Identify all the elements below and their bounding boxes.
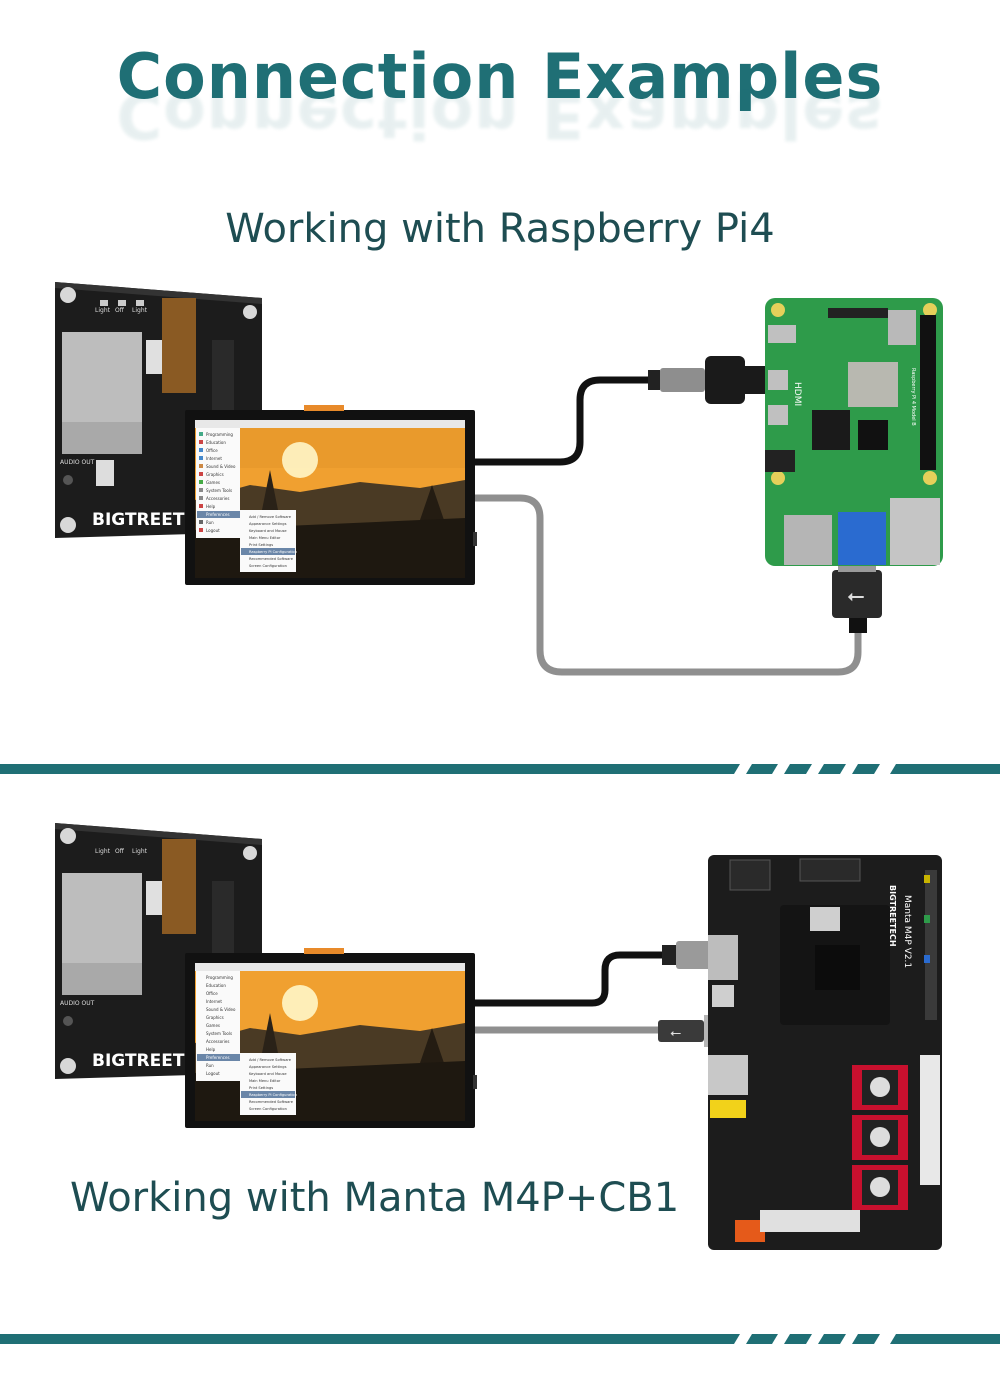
pi4-connection-illustration: Light Off Light AUDIO OUT BIGTREETECH Pr… <box>55 282 943 676</box>
page-title-reflection: Connection Examples <box>116 92 884 152</box>
usb-cable <box>475 494 862 676</box>
manta-m4p-board: Manta M4P V2.1 BIGTREETECH <box>708 855 942 1250</box>
svg-text:Raspberry Pi Configuration: Raspberry Pi Configuration <box>249 1093 297 1097</box>
svg-text:Accessories: Accessories <box>206 1039 229 1044</box>
pi4-section-caption: Working with Raspberry Pi4 <box>225 206 775 252</box>
svg-text:Internet: Internet <box>206 456 222 461</box>
svg-text:Preferences: Preferences <box>206 512 230 517</box>
pcb-label-off: Off <box>115 307 125 314</box>
svg-text:Add / Remove Software: Add / Remove Software <box>249 515 292 519</box>
svg-text:Light: Light <box>132 848 148 855</box>
svg-text:Appearance Settings: Appearance Settings <box>249 1065 287 1069</box>
manta-connection-illustration: Light Off Light AUDIO OUT BIGTREETECH Pr… <box>55 823 942 1250</box>
page-title: Connection Examples <box>116 40 884 113</box>
svg-text:Help: Help <box>206 504 216 509</box>
svg-text:Logout: Logout <box>206 1071 220 1076</box>
usb-icon-2: ⭠ <box>670 1025 681 1041</box>
svg-text:Run: Run <box>206 1063 214 1068</box>
svg-text:Programming: Programming <box>206 432 233 437</box>
svg-text:Games: Games <box>206 480 220 485</box>
svg-text:Appearance Settings: Appearance Settings <box>249 522 287 526</box>
pi-hdmi-silkscreen: HDMI <box>792 382 802 406</box>
svg-text:AUDIO OUT: AUDIO OUT <box>60 1000 95 1007</box>
hdmi-connector <box>648 356 767 404</box>
svg-text:Main Menu Editor: Main Menu Editor <box>249 1079 281 1083</box>
svg-text:System Tools: System Tools <box>206 1031 232 1036</box>
display-screen-front-2: Programming Education Office Internet So… <box>185 948 477 1128</box>
hdmi-connector-2 <box>662 941 714 969</box>
svg-text:Help: Help <box>206 1047 216 1052</box>
pi-board-label: Raspberry Pi 4 Model B <box>910 368 916 426</box>
pcb-label-light: Light <box>95 307 111 314</box>
svg-text:Preferences: Preferences <box>206 1055 230 1060</box>
screen-start-menu-2: Programming Education Office Internet So… <box>197 975 240 1076</box>
svg-text:Games: Games <box>206 1023 220 1028</box>
pcb-label-light-2: Light <box>132 307 148 314</box>
svg-text:Off: Off <box>115 848 125 855</box>
pcb-label-audio: AUDIO OUT <box>60 459 95 466</box>
hdmi-cable <box>475 376 650 466</box>
display-module-back-pcb-2: Light Off Light AUDIO OUT BIGTREETECH <box>55 823 262 1079</box>
manta-section-caption: Working with Manta M4P+CB1 <box>70 1175 680 1221</box>
svg-text:Sound & Video: Sound & Video <box>206 1007 236 1012</box>
svg-text:Sound & Video: Sound & Video <box>206 464 236 469</box>
svg-text:Keyboard and Mouse: Keyboard and Mouse <box>249 529 287 533</box>
svg-text:System Tools: System Tools <box>206 488 232 493</box>
svg-text:Graphics: Graphics <box>206 472 224 477</box>
raspberry-pi4-board: HDMI Raspberry Pi 4 Model B <box>765 298 943 566</box>
svg-text:Print Settings: Print Settings <box>249 543 273 547</box>
svg-text:Main Menu Editor: Main Menu Editor <box>249 536 281 540</box>
svg-text:Recommended Software: Recommended Software <box>249 1100 294 1104</box>
svg-text:Logout: Logout <box>206 528 220 533</box>
manta-board-label: Manta M4P V2.1 <box>902 895 912 968</box>
svg-text:Office: Office <box>206 991 218 996</box>
screen-start-menu: Programming Education Office Internet So… <box>197 432 240 533</box>
manta-brand-label: BIGTREETECH <box>888 885 897 947</box>
screen-preferences-submenu-2: Add / Remove Software Appearance Setting… <box>241 1058 297 1111</box>
svg-text:Programming: Programming <box>206 975 233 980</box>
usb-connector: ⭠ <box>832 562 882 633</box>
svg-text:Light: Light <box>95 848 111 855</box>
screen-preferences-submenu: Add / Remove Software Appearance Setting… <box>241 515 297 568</box>
svg-text:Add / Remove Software: Add / Remove Software <box>249 1058 292 1062</box>
svg-text:Screen Configuration: Screen Configuration <box>249 1107 287 1111</box>
svg-text:Graphics: Graphics <box>206 1015 224 1020</box>
svg-text:Accessories: Accessories <box>206 496 229 501</box>
hdmi-cable-2 <box>475 951 665 1007</box>
section-divider <box>0 764 1000 774</box>
usb-icon: ⭠ <box>847 584 865 609</box>
svg-text:Internet: Internet <box>206 999 222 1004</box>
svg-text:Recommended Software: Recommended Software <box>249 557 294 561</box>
svg-text:Education: Education <box>206 983 226 988</box>
section-divider-bottom <box>0 1334 1000 1344</box>
svg-text:Run: Run <box>206 520 214 525</box>
svg-text:Office: Office <box>206 448 218 453</box>
svg-text:Raspberry Pi Configuration: Raspberry Pi Configuration <box>249 550 297 554</box>
svg-text:Keyboard and Mouse: Keyboard and Mouse <box>249 1072 287 1076</box>
svg-text:Education: Education <box>206 440 226 445</box>
svg-text:Screen Configuration: Screen Configuration <box>249 564 287 568</box>
display-screen-front: Programming Education Office Internet So… <box>185 405 477 585</box>
svg-text:Print Settings: Print Settings <box>249 1086 273 1090</box>
